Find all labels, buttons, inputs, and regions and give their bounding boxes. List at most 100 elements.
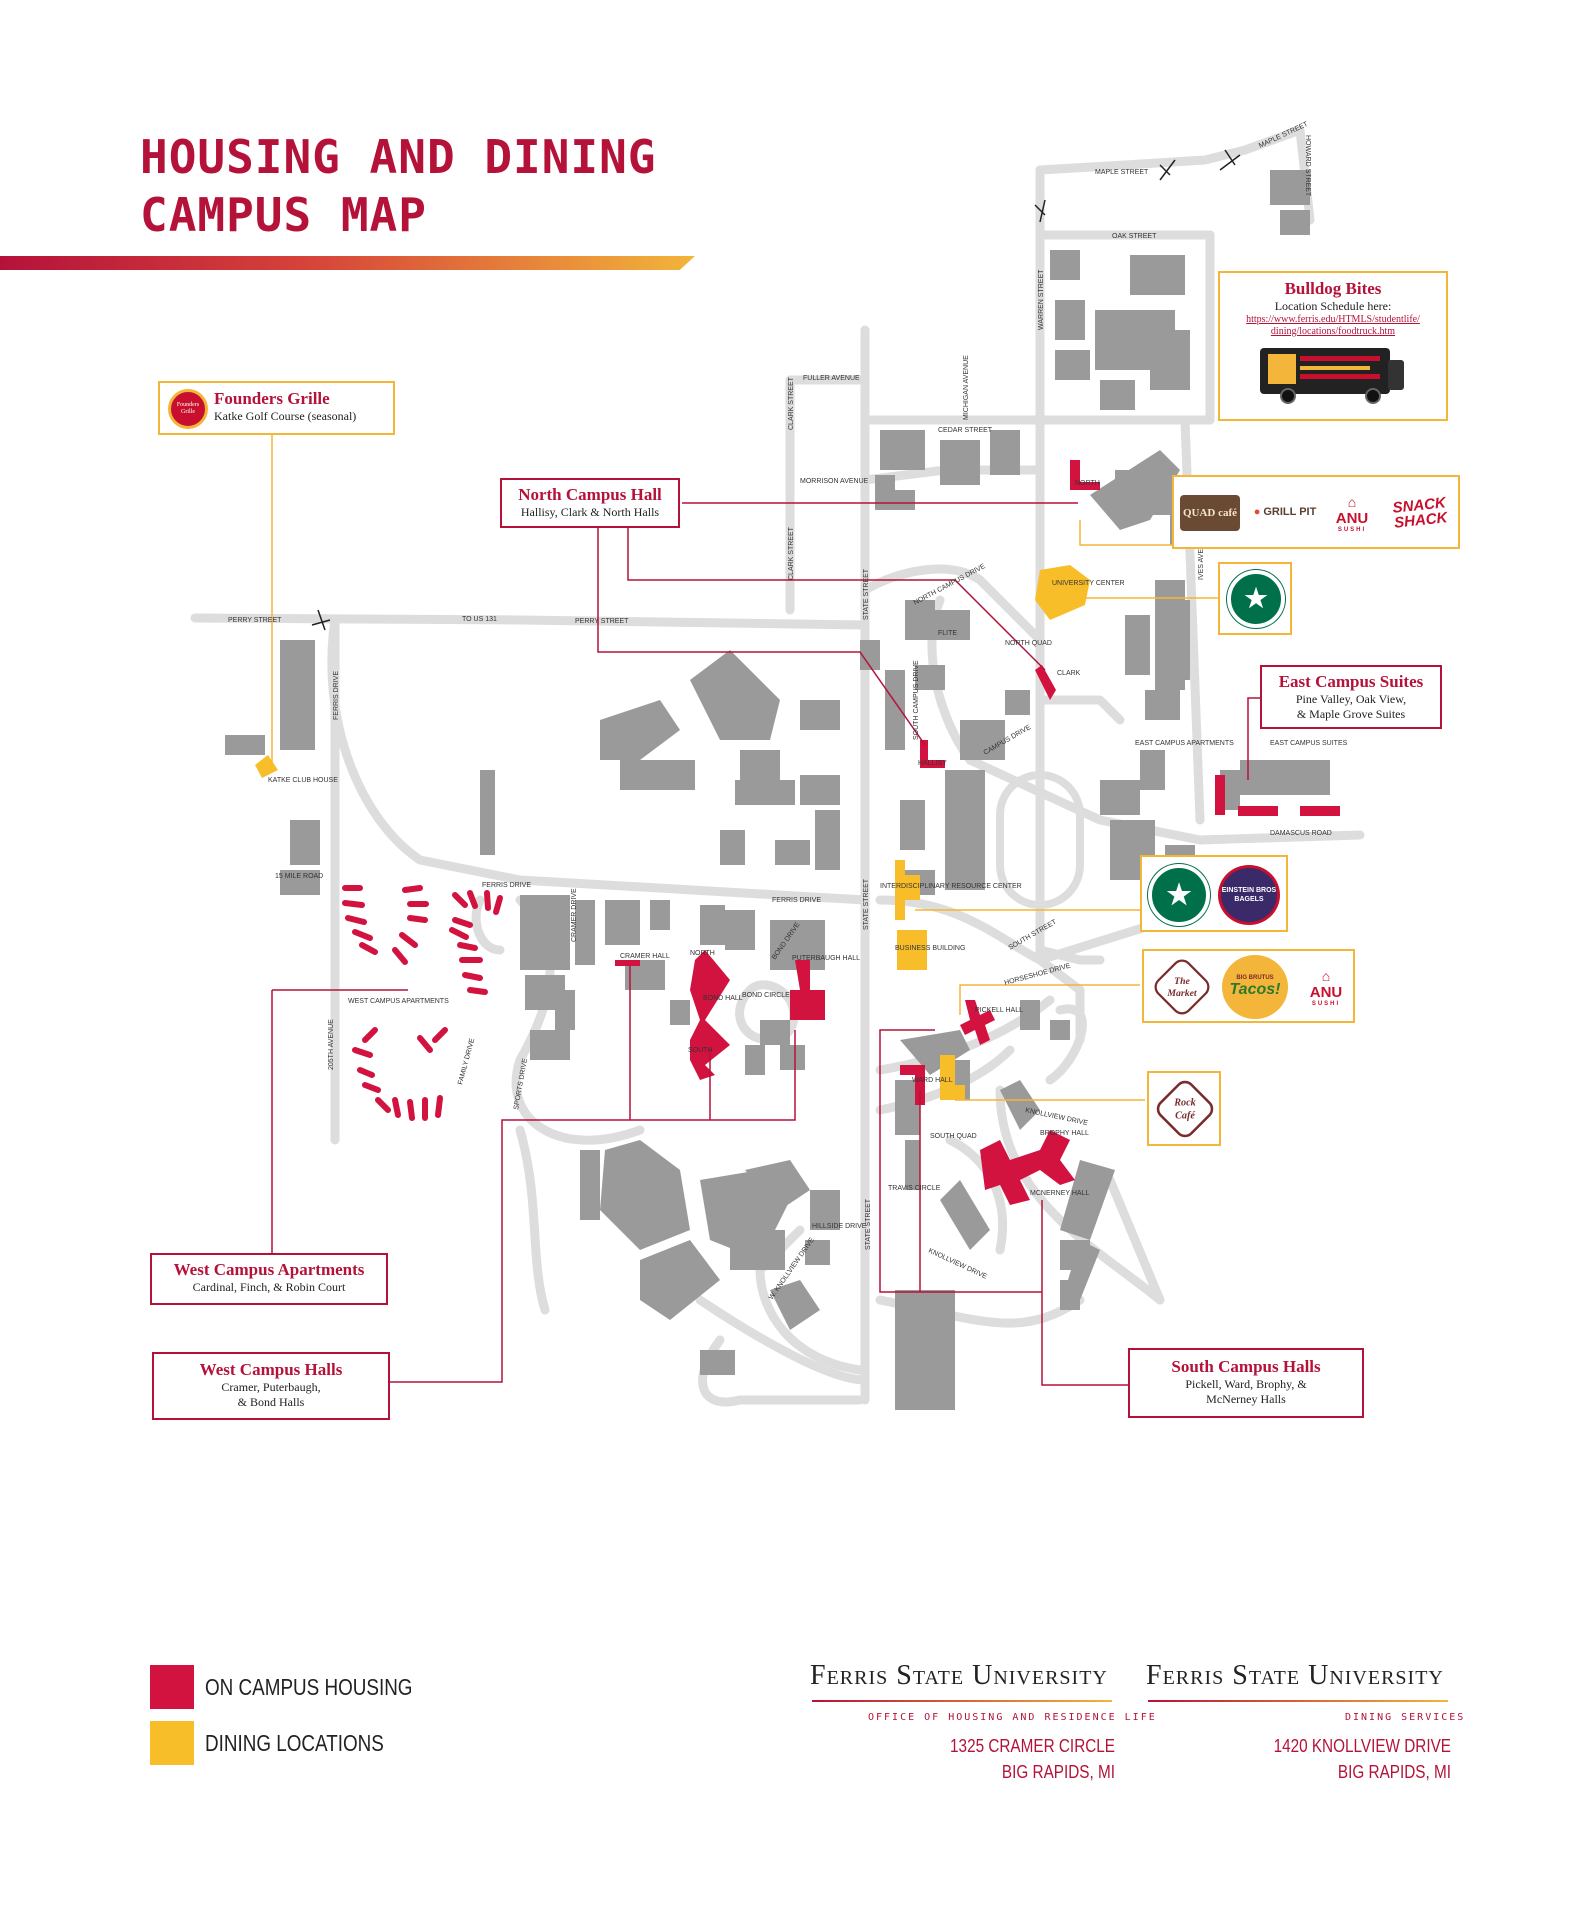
label-east-campus-apartments: EAST CAMPUS APARTMENTS <box>1135 740 1234 747</box>
starbucks-irc-logo: ★ <box>1148 864 1210 926</box>
label-morrison-avenue: MORRISON AVENUE <box>800 478 869 485</box>
founders-grille-callout: Founders Grille Founders Grille Katke Go… <box>158 381 395 435</box>
label-hallisy: HALLISY <box>918 760 947 767</box>
south-campus-halls-title: South Campus Halls <box>1171 1357 1321 1376</box>
einstein-bros-logo: EINSTEIN BROS BAGELS <box>1218 865 1280 925</box>
label-state-street-2: STATE STREET <box>863 878 870 930</box>
bulldog-bites-callout: Bulldog Bites Location Schedule here: ht… <box>1218 271 1448 421</box>
label-perry-street-2: PERRY STREET <box>575 618 629 625</box>
rock-cafe-callout: Rock Café <box>1147 1071 1221 1146</box>
north-campus-hall-subtitle: Hallisy, Clark & North Halls <box>520 505 660 519</box>
label-knollview-drive: KNOLLVIEW DRIVE <box>1025 1107 1089 1127</box>
label-michigan-avenue: MICHIGAN AVENUE <box>963 355 970 420</box>
label-north-quad: NORTH QUAD <box>1005 640 1052 647</box>
rock-cafe-logo: Rock Café <box>1152 1076 1218 1142</box>
label-east-campus-suites: EAST CAMPUS SUITES <box>1270 740 1348 747</box>
label-katke-club-house: KATKE CLUB HOUSE <box>268 777 338 784</box>
label-cramer-hall: CRAMER HALL <box>620 953 670 960</box>
grill-pit-logo: ●GRILL PIT <box>1253 506 1317 518</box>
anu-sushi-logo-2: ⌂ ANU SUSHI <box>1309 967 1343 1007</box>
label-ward-hall: WARD HALL <box>912 1077 953 1084</box>
label-family-drive: FAMILY DRIVE <box>457 1037 476 1085</box>
label-business-building: BUSINESS BUILDING <box>895 945 965 952</box>
label-puterbaugh: PUTERBAUGH HALL <box>792 955 860 962</box>
west-campus-apartments-title: West Campus Apartments <box>173 1260 365 1279</box>
dining-address: 1420 KNOLLVIEW DRIVE BIG RAPIDS, MI <box>1273 1736 1451 1782</box>
label-hillside-drive: HILLSIDE DRIVE <box>812 1223 867 1230</box>
label-knollview-drive-2: KNOLLVIEW DRIVE <box>927 1247 988 1280</box>
label-clark-street-2: CLARK STREET <box>788 526 795 580</box>
anu-icon: ⌂ <box>1347 493 1357 510</box>
east-campus-suite <box>1238 806 1278 816</box>
siren-icon: ★ <box>1244 584 1268 613</box>
dining-dept: DINING SERVICES <box>1345 1712 1466 1723</box>
label-state-street-3: STATE STREET <box>865 1198 872 1250</box>
starbucks-north-callout: ★ <box>1218 562 1292 635</box>
west-campus-apartment-units <box>342 885 503 1121</box>
west-campus-apartments-subtitle: Cardinal, Finch, & Robin Court <box>192 1280 346 1294</box>
label-south-quad: SOUTH QUAD <box>930 1133 977 1140</box>
quad-cafe-callout: QUAD café ●GRILL PIT ⌂ ANU SUSHI SNACK S… <box>1172 475 1460 549</box>
west-campus-halls-title: West Campus Halls <box>199 1360 343 1379</box>
anu-icon-2: ⌂ <box>1321 967 1331 984</box>
label-west-campus-apartments: WEST CAMPUS APARTMENTS <box>348 998 449 1005</box>
pickell-hall-building <box>960 1000 995 1045</box>
label-irc: INTERDISCIPLINARY RESOURCE CENTER <box>880 883 1022 890</box>
label-fuller-avenue: FULLER AVENUE <box>803 375 860 382</box>
fsu-wordmark-housing: Ferris State University <box>810 1660 1108 1691</box>
founders-grille-logo: Founders Grille <box>168 389 208 429</box>
fsu-underline-housing <box>812 1700 1112 1702</box>
the-market-logo: The Market <box>1150 955 1214 1019</box>
label-flite: FLITE <box>938 630 957 637</box>
west-campus-halls-subtitle: Cramer, Puterbaugh, & Bond Halls <box>221 1380 321 1409</box>
page-title: HOUSING AND DINING CAMPUS MAP <box>140 128 657 244</box>
legend-housing-label: ON CAMPUS HOUSING <box>205 1674 413 1700</box>
legend-housing-swatch <box>150 1665 194 1709</box>
label-university-center: UNIVERSITY CENTER <box>1052 580 1125 587</box>
label-to-us-131: TO US 131 <box>462 616 497 623</box>
east-campus-suite <box>1215 775 1225 815</box>
label-ferris-drive-2: FERRIS DRIVE <box>482 882 531 889</box>
label-howard-street: HOWARD STREET <box>1304 135 1311 197</box>
label-pickell-hall: PICKELL HALL <box>975 1007 1023 1014</box>
dining-locations <box>255 565 1090 1100</box>
fsu-underline-dining <box>1148 1700 1448 1702</box>
business-building-location <box>897 930 927 970</box>
founders-grille-subtitle: Katke Golf Course (seasonal) <box>214 409 357 423</box>
label-travis-circle: TRAVIS CIRCLE <box>888 1185 941 1192</box>
running-track <box>996 771 1084 909</box>
irc-dining-callout: ★ EINSTEIN BROS BAGELS <box>1140 855 1288 932</box>
label-north: NORTH <box>1075 480 1100 487</box>
snack-shack-logo: SNACK SHACK <box>1391 494 1449 532</box>
label-south-res: SOUTH <box>688 1047 713 1054</box>
rock-cafe-location <box>940 1055 965 1100</box>
east-campus-suites-title: East Campus Suites <box>1278 672 1424 691</box>
label-oak-street: OAK STREET <box>1112 233 1157 240</box>
label-ives-avenue: IVES AVENUE <box>1198 534 1205 580</box>
label-clark-street: CLARK STREET <box>788 376 795 430</box>
housing-address: 1325 CRAMER CIRCLE BIG RAPIDS, MI <box>950 1736 1115 1782</box>
siren-icon-2: ★ <box>1166 880 1192 911</box>
fsu-wordmark-dining: Ferris State University <box>1146 1660 1444 1691</box>
label-state-street: STATE STREET <box>863 568 870 620</box>
buildings <box>225 170 1330 1410</box>
ward-hall-building <box>900 1065 925 1105</box>
callout-connectors <box>271 425 1260 1386</box>
label-cramer-drive: CRAMER DRIVE <box>571 888 578 942</box>
founders-grille-title: Founders Grille <box>214 389 330 408</box>
market-tacos-callout: The Market BIG BRUTUS Tacos! ⌂ ANU SUSHI <box>1142 949 1355 1023</box>
label-south-street: SOUTH STREET <box>1008 918 1059 951</box>
label-clark: CLARK <box>1057 670 1081 677</box>
quad-cafe-logo: QUAD café <box>1180 495 1240 531</box>
title-line-2: CAMPUS MAP <box>140 188 427 242</box>
bulldog-bites-link[interactable]: https://www.ferris.edu/HTMLS/studentlife… <box>1246 314 1420 337</box>
title-gradient-bar <box>0 256 695 270</box>
housing-dept: OFFICE OF HOUSING AND RESIDENCE LIFE <box>868 1712 1157 1723</box>
north-campus-hall-title: North Campus Hall <box>518 485 662 504</box>
label-warren-street: WARREN STREET <box>1038 269 1045 330</box>
clark-hall-building <box>1035 665 1056 700</box>
legend-dining-label: DINING LOCATIONS <box>205 1730 384 1756</box>
legend-dining-swatch <box>150 1721 194 1765</box>
food-truck-icon <box>1260 348 1404 404</box>
